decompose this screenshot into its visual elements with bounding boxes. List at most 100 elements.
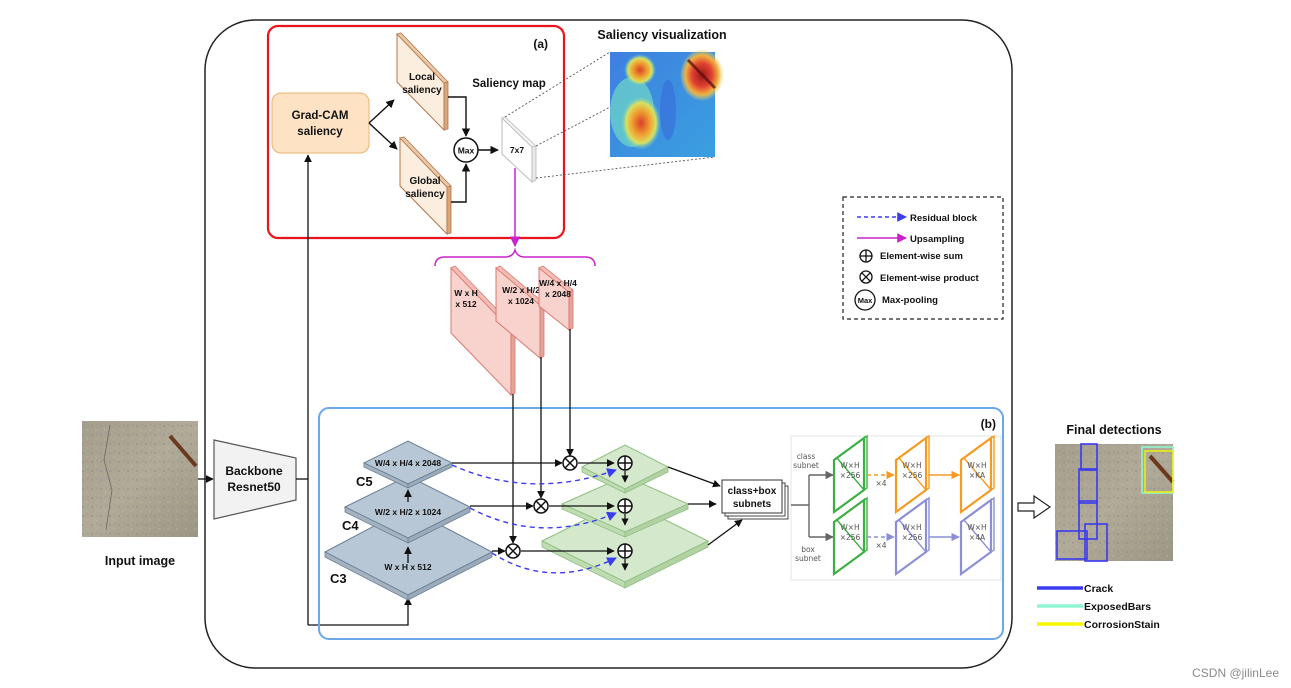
- class-subnet-map-3-text-2: ×KA: [969, 471, 986, 480]
- residual-c4: [469, 507, 617, 529]
- subnet-split-lines: [791, 475, 810, 537]
- backbone-line-1: Backbone: [225, 464, 283, 478]
- class-subnet-map-1: W×H×256: [832, 434, 868, 515]
- detection-result-image: [1055, 444, 1175, 561]
- output-arrow-icon: [1017, 494, 1052, 520]
- class-legend-crack: Crack: [1037, 583, 1113, 595]
- class-subnet-map-3-text-1: W×H: [967, 461, 986, 470]
- final-detections-title: Final detections: [1066, 423, 1161, 437]
- c5-size: W/4 x H/4 x 2048: [375, 458, 441, 468]
- corrosionstain-box: [1144, 450, 1174, 493]
- global-line-1: Global: [409, 176, 440, 187]
- residual-c3: [491, 552, 617, 574]
- legend-maxpool-label: Max-pooling: [882, 295, 938, 306]
- gradcam-line-1: Grad-CAM: [292, 110, 349, 122]
- local-saliency-map: Local saliency: [396, 32, 449, 132]
- plus-circle-icon: [859, 249, 873, 263]
- class-legend-label: Crack: [1084, 583, 1113, 595]
- fpn-map-bottom: [540, 499, 710, 589]
- arrow-global-to-max: [451, 163, 471, 203]
- box-repeat-label: ×4: [875, 541, 886, 550]
- backbone-line-2: Resnet50: [227, 480, 281, 494]
- upsampled-map-2-line-2: x 1024: [508, 296, 534, 306]
- saliency-map-7x7: 7x7: [501, 116, 537, 184]
- arrow-local-to-max: [448, 96, 471, 137]
- upsampled-map-3-line-1: W/4 x H/4: [539, 278, 577, 288]
- legend: Residual block Upsampling Element-wise s…: [842, 196, 1004, 320]
- pyramid-c5: W/4 x H/4 x 2048: [362, 440, 454, 489]
- upsampled-map-3-line-2: x 2048: [545, 289, 571, 299]
- crack-box-3: [1078, 500, 1098, 540]
- panel-a-frame: [266, 24, 566, 240]
- legend-product-label: Element-wise product: [880, 273, 980, 284]
- legend-upsampling-label: Upsampling: [910, 234, 965, 245]
- panel-b-frame: [318, 407, 1004, 640]
- upsampling-brace: [434, 247, 596, 267]
- box-subnet-map-1-text-1: W×H: [840, 523, 859, 532]
- class-subnet-label-2: subnet: [793, 461, 819, 470]
- max-circle-icon: Max: [854, 289, 876, 311]
- outer-frame: [204, 19, 1013, 669]
- c3-label: C3: [330, 571, 347, 586]
- crack-box-1: [1080, 443, 1098, 471]
- saliency-heatmap-image: [610, 49, 724, 157]
- input-image: [82, 421, 198, 537]
- upsampled-map-1-line-1: W x H: [454, 288, 478, 298]
- gradcam-line-2: saliency: [297, 126, 343, 138]
- sum-node-c5: [617, 455, 633, 471]
- panel-b-label: (b): [981, 417, 996, 431]
- product-node-c5: [562, 455, 578, 471]
- saliency-map-size: 7x7: [510, 145, 524, 155]
- crack-box-2: [1078, 468, 1098, 504]
- box-subnet-map-3-text-2: ×4A: [969, 533, 986, 542]
- times-circle-icon: [859, 270, 873, 284]
- arrow-gradcam-to-global: [368, 122, 398, 150]
- class-repeat-label: ×4: [875, 479, 886, 488]
- upsampled-map-1-line-2: x 512: [455, 299, 477, 309]
- local-line-2: saliency: [402, 85, 442, 96]
- class-box-subnets: class+box subnets: [721, 479, 789, 520]
- panel-a-label: (a): [533, 37, 548, 51]
- class-subnet-label-1: class: [797, 452, 816, 461]
- class-subnet-map-1-text-1: W×H: [840, 461, 859, 470]
- max-node-label: Max: [458, 146, 475, 156]
- upsampled-map-2-line-1: W/2 x H/2: [502, 285, 540, 295]
- max-pooling-node: Max: [453, 137, 479, 163]
- upsampled-map-2: W/2 x H/2 x 1024: [495, 265, 545, 360]
- class-subnet-map-2-text-2: ×256: [902, 471, 923, 480]
- class-legend-exposedbars: ExposedBars: [1037, 601, 1151, 613]
- box-subnet-map-1: W×H×256: [832, 496, 868, 577]
- class-legend-label: ExposedBars: [1084, 601, 1151, 613]
- class-subnet-map-1-text-2: ×256: [840, 471, 861, 480]
- box-subnet-map-3-text-1: W×H: [967, 523, 986, 532]
- c4-label: C4: [342, 518, 359, 533]
- arrow-gradcam-to-local: [368, 99, 395, 124]
- c5-label: C5: [356, 474, 373, 489]
- upsampled-map-3: W/4 x H/4 x 2048: [538, 265, 577, 332]
- crack-box-4: [1084, 523, 1108, 562]
- saliency-vis-title: Saliency visualization: [597, 28, 726, 42]
- class-legend-label: CorrosionStain: [1084, 619, 1160, 631]
- pyramid-c4: W/2 x H/2 x 1024: [343, 475, 472, 544]
- legend-sum-label: Element-wise sum: [880, 251, 963, 262]
- global-saliency-map: Global saliency: [399, 136, 452, 236]
- crack-box-5: [1056, 530, 1088, 560]
- c4-size: W/2 x H/2 x 1024: [375, 507, 441, 517]
- sum-node-c3: [617, 543, 633, 559]
- subnets-line-2: subnets: [733, 499, 772, 510]
- arrow-fpn-bottom-to-subnets: [707, 519, 743, 546]
- subnets-line-1: class+box: [728, 486, 777, 497]
- box-subnet-map-1-text-2: ×256: [840, 533, 861, 542]
- gradcam-saliency-box: Grad-CAM saliency: [271, 92, 370, 154]
- class-subnet-map-2: W×H×256: [894, 434, 930, 515]
- box-subnet-label-2: subnet: [795, 554, 821, 563]
- box-subnet-map-3: W×H×4A: [959, 496, 995, 577]
- legend-residual-label: Residual block: [910, 213, 978, 224]
- watermark: CSDN @jilinLee: [1192, 666, 1279, 680]
- arrow-fpn-top-to-subnets: [667, 466, 721, 488]
- box-subnet-map-2-text-1: W×H: [902, 523, 921, 532]
- box-subnet-map-2: W×H×256: [894, 496, 930, 577]
- residual-c5: [451, 464, 617, 485]
- saliency-map-title: Saliency map: [472, 78, 546, 90]
